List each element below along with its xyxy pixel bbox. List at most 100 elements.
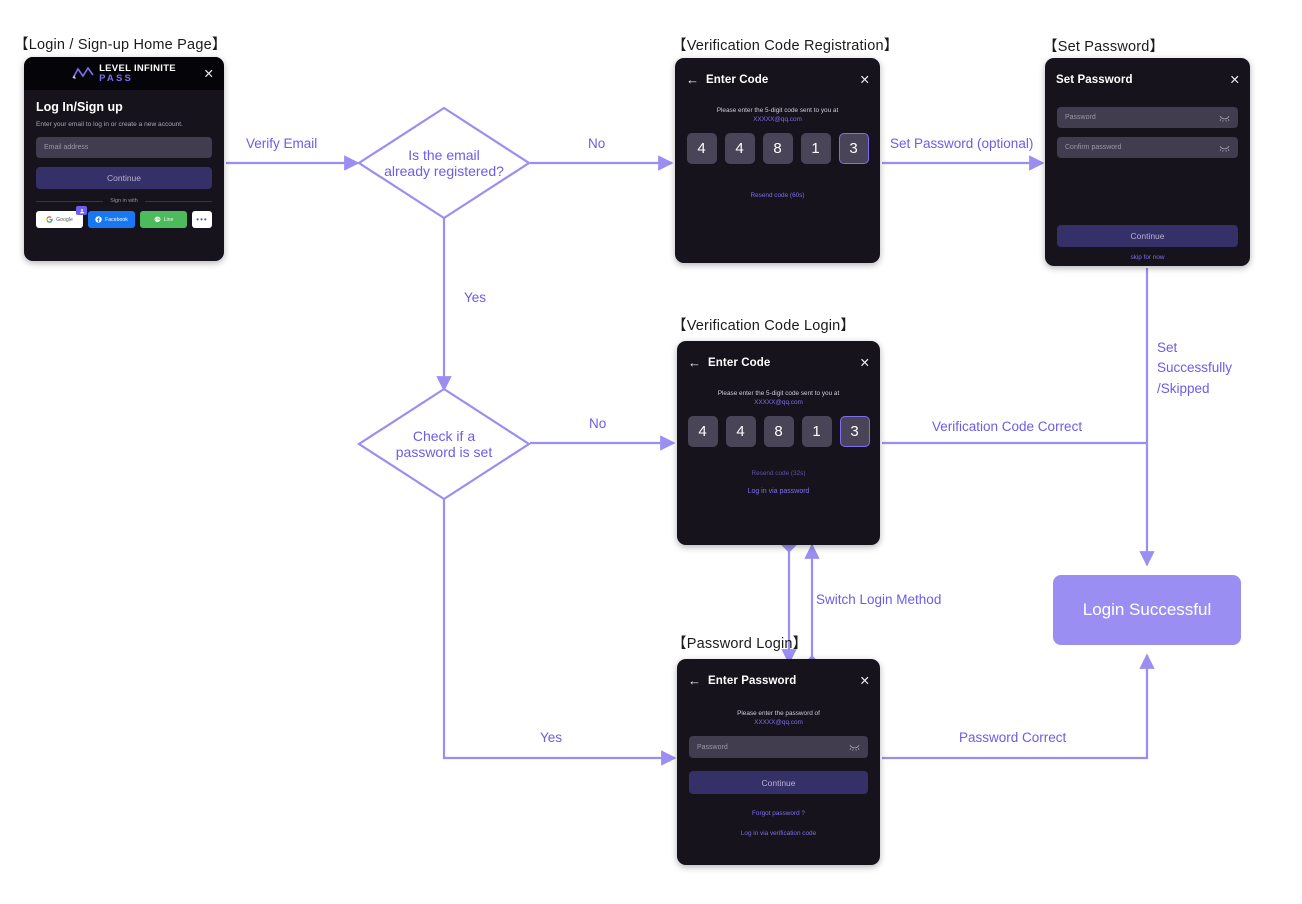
code-digit-3[interactable]: 8 xyxy=(762,133,793,164)
caption-password-login: 【Password Login】 xyxy=(672,636,808,652)
log-in-via-password-link[interactable]: Log in via password xyxy=(747,488,810,495)
line-icon: LINE xyxy=(154,216,161,223)
card-verification-code-login: ← Enter Code ✕ Please enter the 5-digit … xyxy=(677,341,880,545)
password-input-placeholder: Password xyxy=(697,743,728,751)
password-login-lead: Please enter the password of xyxy=(737,710,820,717)
decision-email-registered: Is the email already registered? xyxy=(356,105,532,221)
social-login-facebook-label: Facebook xyxy=(105,216,128,223)
set-password-continue-label: Continue xyxy=(1130,231,1165,241)
close-icon[interactable]: ✕ xyxy=(859,72,870,87)
resend-code-link[interactable]: Resend code (60s) xyxy=(750,192,805,199)
password-login-email: XXXXX@qq.com xyxy=(754,719,803,726)
close-icon[interactable]: ✕ xyxy=(859,673,870,688)
login-title: Log In/Sign up xyxy=(36,100,123,114)
password-login-continue-button[interactable]: Continue xyxy=(689,771,868,794)
card-password-login: ← Enter Password ✕ Please enter the pass… xyxy=(677,659,880,865)
eye-off-icon[interactable] xyxy=(1219,139,1230,157)
continue-button[interactable]: Continue xyxy=(36,167,212,189)
social-login-row: Google Facebook xyxy=(36,206,212,228)
resend-code-link[interactable]: Resend code (32s) xyxy=(751,470,806,477)
code-digit-4[interactable]: 1 xyxy=(800,133,831,164)
code-input-row: 4 4 8 1 3 xyxy=(677,416,880,447)
confirm-password-input-placeholder: Confirm password xyxy=(1065,144,1122,151)
edge-label-password-correct: Password Correct xyxy=(959,730,1067,745)
logo-line-1: LEVEL INFINITE xyxy=(99,63,176,74)
confirm-password-input[interactable]: Confirm password xyxy=(1057,137,1238,158)
more-dots-icon: ••• xyxy=(196,215,208,224)
caption-code-login: 【Verification Code Login】 xyxy=(672,318,856,334)
code-registration-header: ← Enter Code ✕ xyxy=(675,64,880,95)
edge-label-registered-no: No xyxy=(588,136,606,151)
eye-off-icon[interactable] xyxy=(1219,109,1230,127)
password-login-title: Enter Password xyxy=(708,674,797,687)
close-icon[interactable]: ✕ xyxy=(859,355,870,370)
close-icon[interactable]: ✕ xyxy=(203,66,214,81)
code-digit-4[interactable]: 1 xyxy=(801,416,832,447)
code-registration-email: XXXXX@qq.com xyxy=(753,116,802,123)
password-input[interactable]: Password xyxy=(1057,107,1238,128)
arrow-left-icon[interactable]: ← xyxy=(688,355,701,370)
email-input[interactable]: Email address xyxy=(36,137,212,158)
code-login-header: ← Enter Code ✕ xyxy=(677,347,880,378)
decision-password-set: Check if a password is set xyxy=(356,386,532,502)
set-password-continue-button[interactable]: Continue xyxy=(1057,225,1238,247)
logo-line-2: PASS xyxy=(99,72,134,84)
edge-label-switch-login-method: Switch Login Method xyxy=(816,592,942,607)
decision-email-registered-label: Is the email already registered? xyxy=(384,146,504,179)
code-digit-1[interactable]: 4 xyxy=(686,133,717,164)
email-input-placeholder: Email address xyxy=(44,144,89,151)
decision-password-set-label: Check if a password is set xyxy=(395,427,493,460)
svg-text:LINE: LINE xyxy=(155,219,161,221)
code-digit-1[interactable]: 4 xyxy=(687,416,718,447)
social-login-google-label: Google xyxy=(56,216,73,223)
set-password-title: Set Password xyxy=(1056,73,1133,86)
code-digit-3[interactable]: 8 xyxy=(763,416,794,447)
terminal-label: Login Successful xyxy=(1082,600,1212,619)
edge-label-password-set-yes: Yes xyxy=(540,730,563,745)
divider-line-left xyxy=(36,200,104,202)
eye-off-glyph xyxy=(849,744,860,751)
code-input-row: 4 4 8 1 3 xyxy=(675,133,880,164)
arrow-left-icon[interactable]: ← xyxy=(688,673,701,688)
code-digit-5[interactable]: 3 xyxy=(838,133,869,164)
card-verification-code-registration: ← Enter Code ✕ Please enter the 5-digit … xyxy=(675,58,880,263)
log-in-via-verification-code-link[interactable]: Log in via verification code xyxy=(740,830,817,837)
password-input-placeholder: Password xyxy=(1065,114,1096,121)
card-set-password: Set Password ✕ Password Confirm password xyxy=(1045,58,1250,266)
login-card-header: LEVEL INFINITE PASS ✕ xyxy=(24,57,224,90)
code-digit-2[interactable]: 4 xyxy=(725,416,756,447)
logo-mark-icon xyxy=(72,67,94,79)
code-digit-2[interactable]: 4 xyxy=(724,133,755,164)
social-login-google[interactable]: Google xyxy=(36,206,87,228)
social-login-facebook[interactable]: Facebook xyxy=(88,211,135,228)
code-login-email: XXXXX@qq.com xyxy=(754,399,803,406)
login-subtitle: Enter your email to log in or create a n… xyxy=(36,121,183,128)
eye-off-icon[interactable] xyxy=(849,738,860,756)
code-login-title: Enter Code xyxy=(708,356,771,369)
password-input[interactable]: Password xyxy=(689,736,868,758)
edge-label-set-password-optional: Set Password (optional) xyxy=(890,136,1034,151)
login-card-body: Log In/Sign up Enter your email to log i… xyxy=(24,90,224,240)
arrow-left-icon[interactable]: ← xyxy=(686,72,699,87)
caption-login-home: 【Login / Sign-up Home Page】 xyxy=(14,37,227,53)
edge-label-set-successfully-skipped: Set Successfully /Skipped xyxy=(1157,340,1233,396)
password-login-header: ← Enter Password ✕ xyxy=(677,665,880,696)
code-login-lead: Please enter the 5-digit code sent to yo… xyxy=(717,390,840,397)
terminal-login-successful: Login Successful xyxy=(1053,575,1241,645)
brand-logo: LEVEL INFINITE PASS xyxy=(72,64,176,83)
eye-off-glyph xyxy=(1219,115,1230,122)
skip-for-now-link[interactable]: skip for now xyxy=(1130,254,1165,261)
caption-set-password: 【Set Password】 xyxy=(1043,39,1165,55)
edge-label-verification-code-correct: Verification Code Correct xyxy=(932,419,1083,434)
social-login-more-button[interactable]: ••• xyxy=(192,211,212,228)
forgot-password-link[interactable]: Forgot password ? xyxy=(752,810,805,817)
close-icon[interactable]: ✕ xyxy=(1229,72,1240,87)
divider-label: Sign in with xyxy=(110,198,138,204)
continue-button-label: Continue xyxy=(106,173,142,183)
social-login-line[interactable]: LINE Line xyxy=(140,211,187,228)
google-icon xyxy=(46,216,53,223)
set-password-spacer xyxy=(1057,167,1238,225)
set-password-header: Set Password ✕ xyxy=(1045,64,1250,95)
code-digit-5[interactable]: 3 xyxy=(839,416,870,447)
